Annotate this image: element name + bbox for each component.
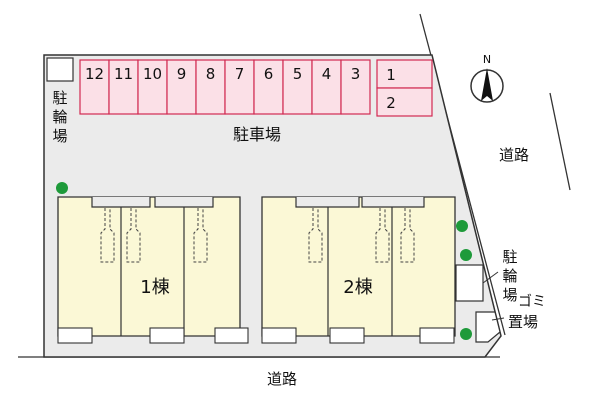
parking-space-number: 2	[386, 94, 396, 112]
parking-space-number: 6	[264, 65, 274, 83]
bike-parking-right-box	[455, 264, 484, 302]
parking-space-3	[340, 59, 371, 115]
bike-left-char-2: 輪	[52, 108, 67, 126]
parking-space-8	[195, 59, 226, 115]
building-1-label: 1棟	[140, 277, 169, 298]
parking-space-10	[137, 59, 168, 115]
trees	[56, 182, 472, 340]
bike-left-char-3: 場	[52, 127, 67, 145]
building-2-label: 2棟	[343, 277, 372, 298]
bike-right-char-2: 輪	[502, 267, 517, 285]
garbage-leader	[491, 317, 505, 321]
parking-spaces-right: 12	[376, 59, 433, 117]
compass: N	[470, 53, 504, 103]
garbage-label-line-2: 置場	[508, 313, 538, 331]
parking-space-number: 3	[351, 65, 361, 83]
parking-space-number: 10	[143, 65, 162, 83]
parking-space-number: 8	[206, 65, 216, 83]
parking-space-12	[79, 59, 110, 115]
bike-right-char-1: 駐	[502, 248, 517, 266]
east-road-label: 道路	[499, 146, 529, 164]
east-road-far-edge	[549, 92, 571, 191]
building-2	[261, 196, 456, 337]
parking-space-number: 9	[177, 65, 187, 83]
parking-space-number: 7	[235, 65, 245, 83]
building-2-units	[295, 197, 425, 336]
parking-space-number: 1	[386, 66, 396, 84]
building-2-meters	[261, 327, 455, 344]
bike-parking-left-label: 駐 輪 場	[52, 89, 67, 145]
parking-space-number: 12	[85, 65, 104, 83]
garbage-label-line-1: ゴミ	[518, 293, 546, 310]
bike-right-char-3: 場	[502, 286, 517, 304]
building-1	[57, 196, 241, 337]
garbage-label: ゴミ 置場	[508, 293, 546, 331]
parking-spaces-top: 12 11 10 9 8 7 6 5 4 3	[79, 59, 371, 115]
building-2-stairs	[308, 208, 415, 263]
south-road-label: 道路	[267, 370, 297, 388]
bike-parking-left-box	[46, 57, 74, 82]
building-1-units	[91, 197, 214, 336]
building-1-meters	[57, 327, 249, 344]
parking-space-5	[282, 59, 313, 115]
parking-space-2	[376, 87, 433, 117]
building-1-stairs	[100, 208, 208, 263]
parking-space-7	[224, 59, 255, 115]
parking-space-6	[253, 59, 284, 115]
parking-label: 駐車場	[233, 125, 281, 144]
parking-space-number: 5	[293, 65, 303, 83]
bike-left-char-1: 駐	[52, 89, 67, 107]
compass-north-label: N	[483, 53, 491, 66]
parking-space-number: 4	[322, 65, 332, 83]
parking-space-9	[166, 59, 197, 115]
bike-parking-right-leader	[482, 271, 499, 284]
parking-space-number: 11	[114, 65, 133, 83]
bike-parking-right-label: 駐 輪 場	[502, 248, 517, 304]
